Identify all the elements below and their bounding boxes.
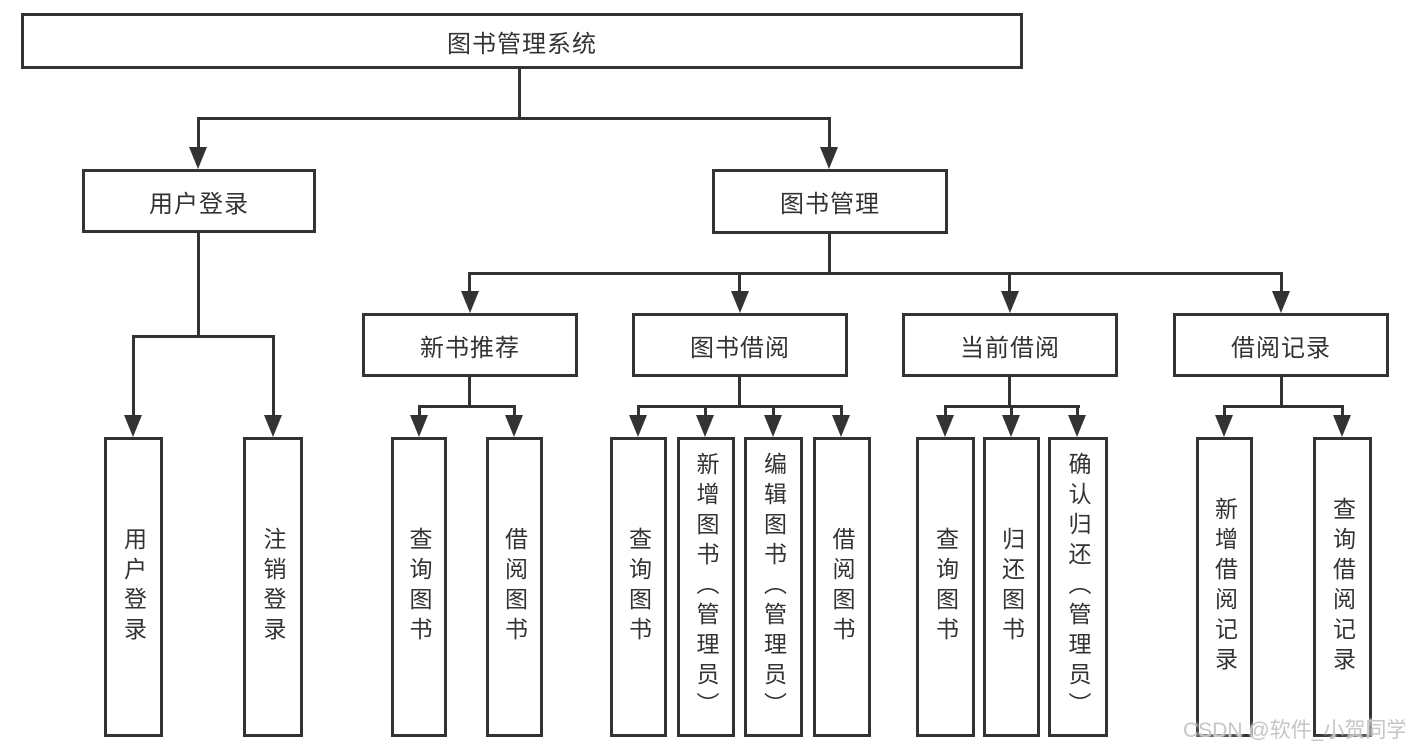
- connector-line: [738, 272, 741, 293]
- connector-line: [132, 335, 275, 338]
- connector-line: [132, 335, 135, 417]
- leaf-user-login: 用户登录: [104, 437, 163, 737]
- arrow-down-icon: [764, 415, 782, 437]
- leaf-add-borrow-record: 新增借阅记录: [1196, 437, 1253, 737]
- connector-line: [197, 117, 200, 150]
- connector-line: [418, 405, 516, 408]
- node-label: 用户登录: [149, 190, 249, 218]
- node-current-borrowing: 当前借阅: [902, 313, 1118, 377]
- csdn-watermark: CSDN @软件_小贺同学: [1183, 719, 1405, 742]
- node-label: 借阅记录: [1231, 334, 1331, 362]
- arrow-down-icon: [1068, 415, 1086, 437]
- leaf-add-book-admin: 新增图书（管理员）: [677, 437, 735, 737]
- leaf-label: 新增图书（管理员）: [693, 452, 719, 722]
- leaf-query-borrow-record: 查询借阅记录: [1313, 437, 1372, 737]
- arrow-down-icon: [1001, 291, 1019, 313]
- connector-line: [468, 272, 471, 293]
- connector-line: [197, 117, 831, 120]
- leaf-label: 注销登录: [260, 527, 286, 647]
- arrow-down-icon: [832, 415, 850, 437]
- connector-line: [828, 117, 831, 150]
- node-label: 图书管理: [780, 191, 880, 218]
- leaf-query-books-current: 查询图书: [916, 437, 975, 737]
- connector-line: [637, 405, 640, 417]
- leaf-edit-book-admin: 编辑图书（管理员）: [744, 437, 803, 737]
- connector-line: [1280, 377, 1283, 407]
- arrow-down-icon: [1215, 415, 1233, 437]
- node-book-borrowing: 图书借阅: [632, 313, 848, 377]
- leaf-label: 查询借阅记录: [1329, 497, 1356, 677]
- leaf-label: 编辑图书（管理员）: [760, 452, 787, 722]
- leaf-label: 查询图书: [932, 527, 959, 647]
- arrow-down-icon: [696, 415, 714, 437]
- arrow-down-icon: [124, 415, 142, 437]
- leaf-label: 新增借阅记录: [1211, 497, 1238, 677]
- connector-line: [518, 69, 521, 119]
- node-label: 图书借阅: [690, 334, 790, 362]
- leaf-label: 借阅图书: [829, 527, 855, 647]
- leaf-query-books-recommend: 查询图书: [391, 437, 447, 737]
- arrow-down-icon: [1272, 291, 1290, 313]
- connector-line: [418, 405, 421, 417]
- connector-line: [738, 377, 741, 407]
- connector-line: [1223, 405, 1226, 417]
- connector-line: [704, 405, 707, 417]
- leaf-label: 查询图书: [406, 527, 432, 647]
- node-label: 新书推荐: [420, 334, 520, 362]
- arrow-down-icon: [1002, 415, 1020, 437]
- connector-line: [272, 335, 275, 417]
- arrow-down-icon: [731, 291, 749, 313]
- connector-line: [468, 272, 1283, 275]
- node-library-management-system: 图书管理系统: [21, 13, 1023, 69]
- node-label: 图书管理系统: [447, 30, 597, 58]
- arrow-down-icon: [410, 415, 428, 437]
- connector-line: [1008, 272, 1011, 293]
- connector-line: [772, 405, 775, 417]
- leaf-label: 确认归还（管理员）: [1065, 452, 1091, 722]
- arrow-down-icon: [629, 415, 647, 437]
- leaf-confirm-return-admin: 确认归还（管理员）: [1048, 437, 1108, 737]
- leaf-borrow-books-borrowing: 借阅图书: [813, 437, 871, 737]
- node-book-management: 图书管理: [712, 169, 948, 234]
- connector-line: [637, 405, 843, 408]
- leaf-logout: 注销登录: [243, 437, 303, 737]
- connector-line: [1223, 405, 1344, 408]
- node-label: 当前借阅: [960, 334, 1060, 362]
- connector-line: [197, 233, 200, 337]
- connector-line: [1008, 377, 1011, 407]
- leaf-return-book: 归还图书: [983, 437, 1040, 737]
- arrow-down-icon: [505, 415, 523, 437]
- node-borrowing-records: 借阅记录: [1173, 313, 1389, 377]
- arrow-down-icon: [461, 291, 479, 313]
- connector-line: [513, 405, 516, 417]
- connector-line: [840, 405, 843, 417]
- connector-line: [828, 234, 831, 274]
- leaf-label: 查询图书: [625, 527, 652, 647]
- arrow-down-icon: [264, 415, 282, 437]
- leaf-label: 用户登录: [120, 527, 147, 647]
- leaf-label: 借阅图书: [501, 527, 528, 647]
- connector-line: [468, 377, 471, 407]
- node-new-book-recommendation: 新书推荐: [362, 313, 578, 377]
- arrow-down-icon: [820, 147, 838, 169]
- connector-line: [1076, 405, 1079, 417]
- connector-line: [1280, 272, 1283, 293]
- arrow-down-icon: [189, 147, 207, 169]
- node-user-login: 用户登录: [82, 169, 316, 233]
- leaf-query-books-borrowing: 查询图书: [610, 437, 667, 737]
- connector-line: [944, 405, 947, 417]
- arrow-down-icon: [936, 415, 954, 437]
- leaf-label: 归还图书: [998, 527, 1025, 647]
- connector-line: [1010, 405, 1013, 417]
- connector-line: [1341, 405, 1344, 417]
- arrow-down-icon: [1333, 415, 1351, 437]
- leaf-borrow-books-recommend: 借阅图书: [486, 437, 543, 737]
